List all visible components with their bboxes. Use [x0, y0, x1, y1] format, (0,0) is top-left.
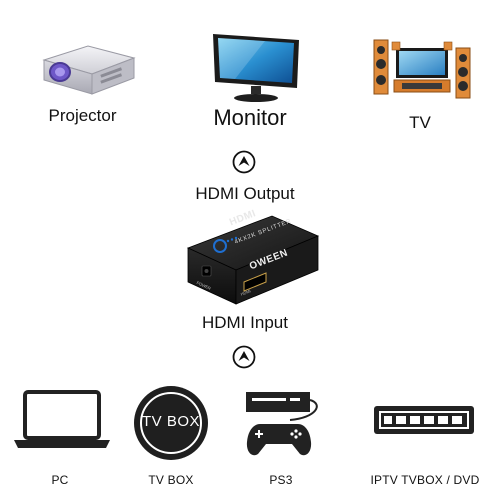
iptv-group [372, 404, 476, 438]
laptop-icon [14, 390, 110, 448]
splitter-box-icon [186, 215, 320, 305]
tvbox-group: TV BOX [132, 384, 210, 462]
pc-group [12, 388, 112, 450]
output-arrow-icon [232, 150, 256, 174]
hdmi-output-label: HDMI Output [195, 184, 295, 203]
tv-box-badge-text: TV BOX [141, 413, 200, 430]
hdmi-input-label: HDMI Input [202, 313, 288, 332]
tvbox-label: TV BOX [148, 473, 194, 487]
projector-icon [42, 45, 136, 95]
tv-box-icon [134, 386, 208, 460]
monitor-label: Monitor [213, 105, 287, 130]
projector-group [30, 38, 140, 138]
ps3-label: PS3 [269, 473, 293, 487]
input-arrow-icon [232, 345, 256, 369]
monitor-icon [213, 34, 299, 102]
home-theater-tv-icon [373, 39, 471, 99]
projector-label: Projector [48, 106, 117, 125]
iptv-label: IPTV TVBOX / DVD [370, 473, 480, 487]
pc-label: PC [51, 473, 69, 487]
tv-group [372, 34, 472, 104]
ps3-group [244, 390, 324, 462]
monitor-group [205, 28, 305, 108]
ps3-console-icon [246, 392, 318, 456]
dvd-player-icon [374, 406, 474, 434]
hdmi-splitter-device: HDMI 4KX2K SPLITTER OWEEN POWER HDMI [180, 208, 320, 308]
tv-label: TV [409, 113, 431, 132]
